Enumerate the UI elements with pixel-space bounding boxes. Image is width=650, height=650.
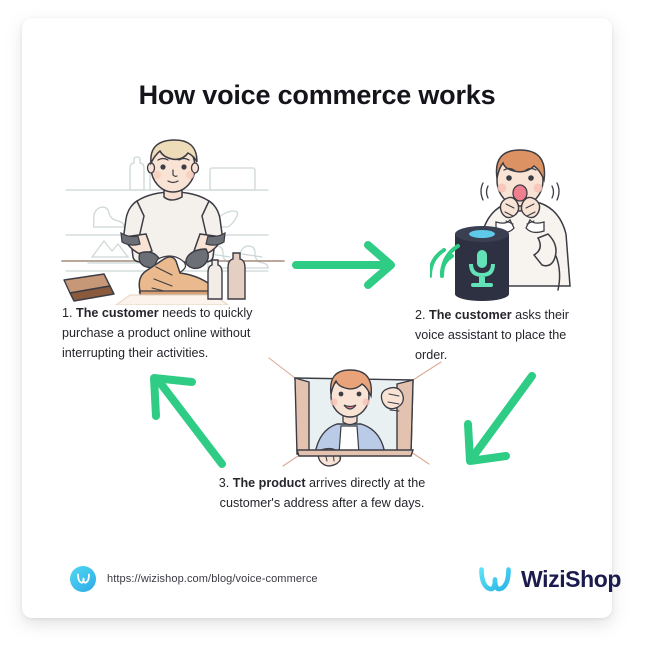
arrow-step2-to-step3 bbox=[464, 372, 536, 465]
step-2-bold: The customer bbox=[429, 308, 512, 322]
step-3-number: 3. bbox=[218, 476, 230, 490]
arrow-step1-to-step2 bbox=[292, 241, 395, 289]
step-3-caption: 3. The product arrives directly at the c… bbox=[187, 473, 457, 513]
step-2-caption: 2. The customer asks their voice assista… bbox=[415, 305, 590, 365]
wizishop-w-icon bbox=[479, 567, 511, 592]
illustration-person-cleaning-shoe bbox=[61, 139, 285, 305]
step-1-number: 1. bbox=[62, 306, 73, 320]
arrow-step3-to-step1 bbox=[150, 374, 226, 468]
step-3-bold: The product bbox=[232, 476, 306, 490]
step-1-caption: 1. The customer needs to quickly purchas… bbox=[62, 303, 292, 363]
step-2-text: asks their voice assistant to place the … bbox=[415, 308, 570, 363]
wizishop-circle-w-icon bbox=[70, 566, 96, 592]
page-title: How voice commerce works bbox=[138, 80, 496, 110]
step-2-number: 2. bbox=[415, 308, 426, 322]
wizishop-brand-logo[interactable]: WiziShop bbox=[477, 566, 621, 593]
brand-name-text: WiziShop bbox=[521, 566, 622, 592]
step-1-text: needs to quickly purchase a product onli… bbox=[62, 306, 253, 361]
blog-url-text: https://wizishop.com/blog/voice-commerce bbox=[107, 573, 318, 585]
illustration-person-opening-box bbox=[268, 357, 442, 467]
blog-link[interactable]: https://wizishop.com/blog/voice-commerce bbox=[70, 566, 318, 592]
step-1-bold: The customer bbox=[76, 306, 159, 320]
illustration-person-speaking-to-speaker bbox=[430, 149, 571, 301]
step-3-text: arrives directly at the customer's addre… bbox=[219, 476, 426, 511]
infographic-card: How voice commerce works bbox=[22, 18, 621, 618]
